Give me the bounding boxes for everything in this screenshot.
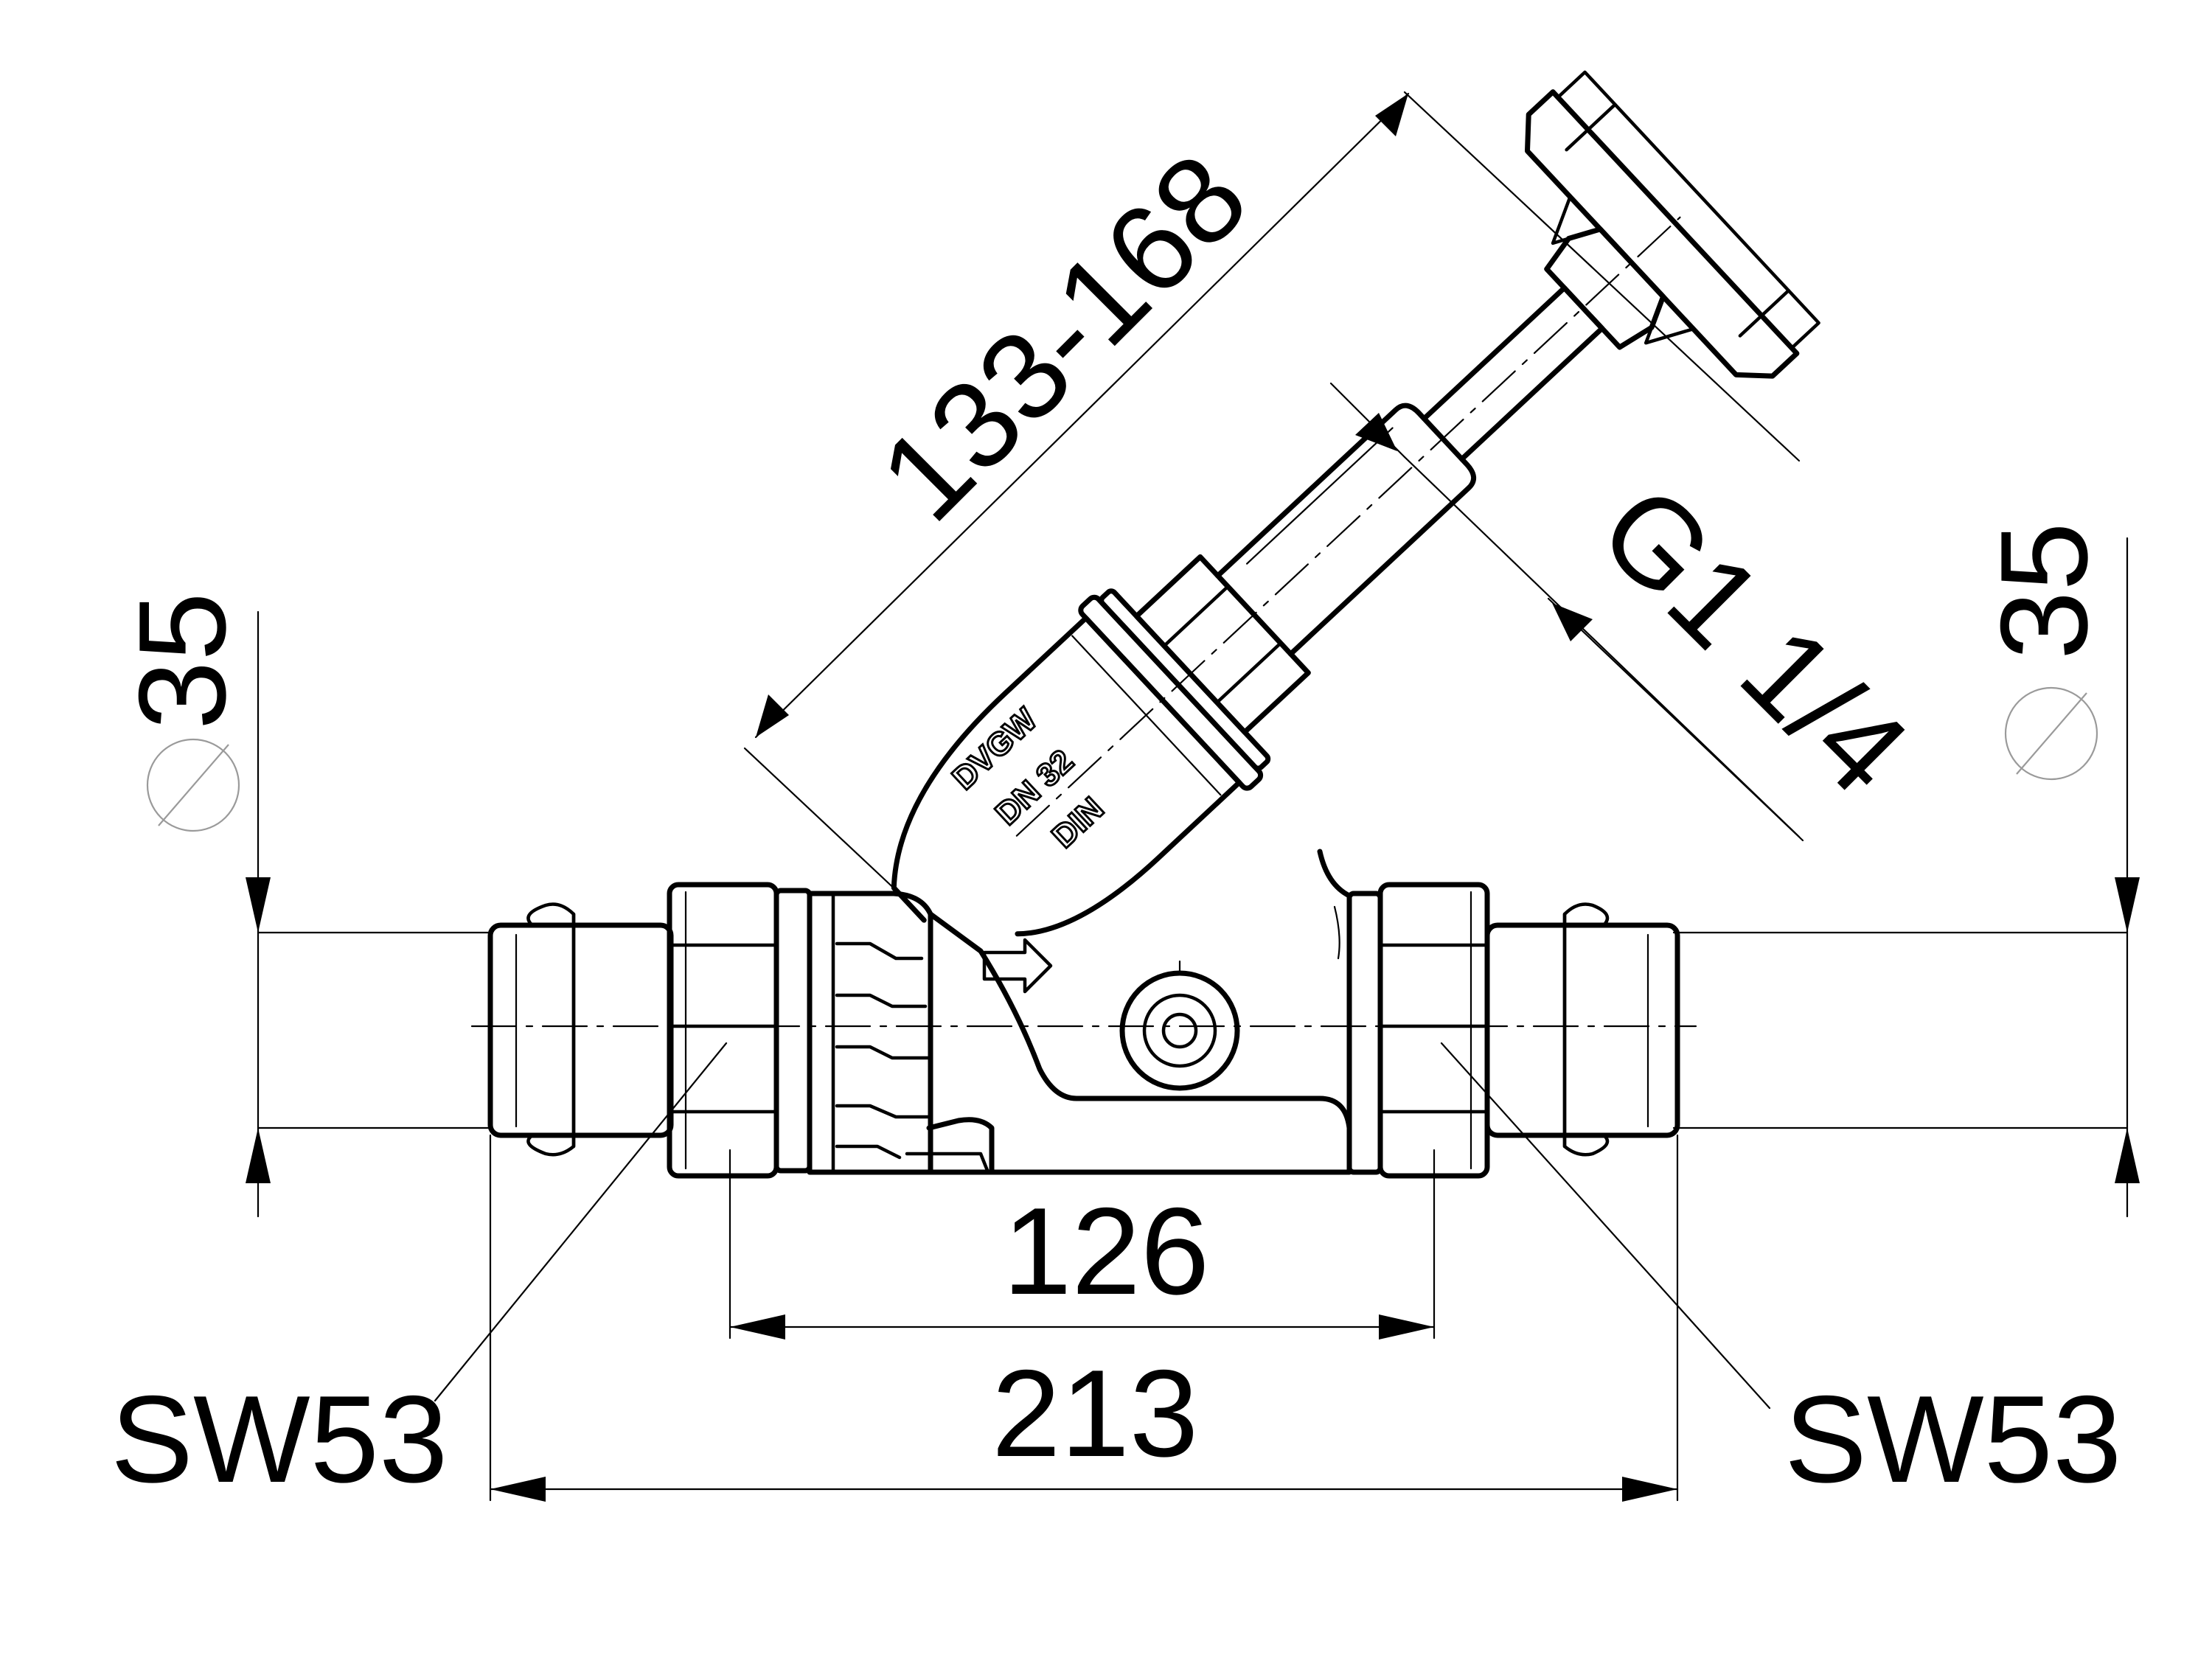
dimension-diameter-left: 35 — [113, 592, 271, 1218]
thread-label: G1 1/4 — [1574, 459, 1935, 821]
arrowhead-dia-left-top — [246, 877, 271, 933]
right-press-fitting — [1484, 902, 1680, 1157]
arrowhead-span-right — [1379, 1314, 1434, 1340]
wrench-size-left: SW53 — [111, 1042, 728, 1508]
dimension-overall: 213 — [489, 1134, 1679, 1502]
left-press-fitting — [487, 902, 674, 1157]
arrowhead-span-left — [730, 1314, 785, 1340]
arrowhead-dia-right-bottom — [2115, 1128, 2140, 1183]
wrench-left-label: SW53 — [111, 1370, 448, 1508]
arrowhead-overall-left — [490, 1477, 546, 1502]
diameter-right-label: 35 — [1975, 522, 2113, 660]
diameter-left-label: 35 — [113, 592, 251, 730]
overall-label: 213 — [992, 1344, 1198, 1483]
arrowhead-thread-upper — [1355, 413, 1397, 451]
standard-marking: DIN — [1045, 790, 1110, 855]
arrowhead-overall-right — [1622, 1477, 1677, 1502]
arrowhead-length-start — [756, 694, 789, 737]
flow-direction-arrow — [982, 938, 1053, 994]
left-union-nut — [667, 882, 813, 1179]
diameter-symbol-right — [2004, 686, 2098, 781]
arrowhead-dia-left-bottom — [246, 1128, 271, 1183]
valve-body-outline — [257, 849, 2129, 1179]
wrench-right-label: SW53 — [1784, 1370, 2122, 1508]
dimension-thread: G1 1/4 — [1329, 382, 1935, 842]
left-coupling-teeth — [807, 891, 933, 1175]
right-union-nut — [1346, 882, 1490, 1179]
wrench-size-right: SW53 — [1440, 1042, 2122, 1508]
test-port — [1119, 960, 1240, 1091]
arrowhead-dia-right-top — [2115, 877, 2140, 933]
nut-span-label: 126 — [1003, 1182, 1209, 1320]
diameter-symbol-left — [146, 738, 240, 832]
dimension-nut-span: 126 — [728, 1149, 1436, 1340]
arrowhead-thread-lower — [1552, 603, 1593, 641]
dimension-diameter-right: 35 — [1975, 522, 2140, 1218]
length-adjust-label: 133-168 — [854, 128, 1273, 547]
arrowhead-length-end — [1375, 94, 1408, 136]
